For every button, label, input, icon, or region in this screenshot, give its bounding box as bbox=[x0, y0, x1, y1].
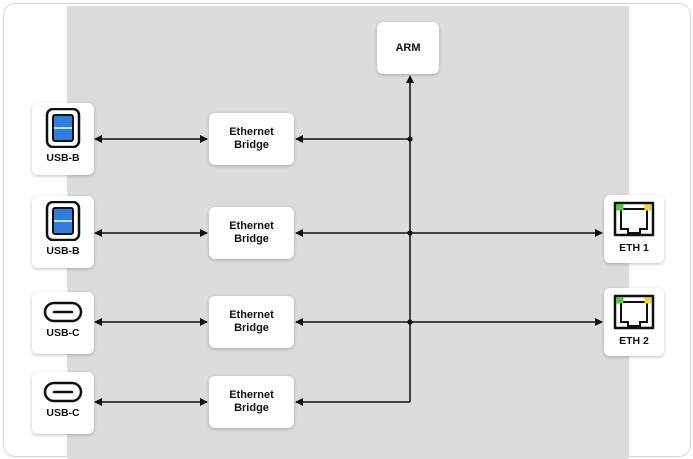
bus-junction bbox=[407, 136, 413, 142]
bridge-label-line1: Ethernet bbox=[229, 309, 274, 321]
usb-port-label: USB-C bbox=[46, 407, 80, 419]
usb-b-icon bbox=[45, 108, 81, 148]
bridge-label-line2: Bridge bbox=[234, 402, 269, 414]
rj45-icon bbox=[613, 294, 655, 330]
bridge-label-line1: Ethernet bbox=[229, 389, 274, 401]
bridge-label-line2: Bridge bbox=[234, 322, 269, 334]
usb-c-icon bbox=[43, 301, 83, 323]
bridge-label-line2: Bridge bbox=[234, 139, 269, 151]
rj45-icon bbox=[613, 201, 655, 237]
arm-label: ARM bbox=[395, 42, 421, 54]
usb-b-icon bbox=[45, 201, 81, 241]
ethernet-port-2: ETH 2 bbox=[604, 288, 664, 356]
ethernet-bridge-1: Ethernet Bridge bbox=[209, 113, 294, 165]
usb-b-port-1: USB-B bbox=[32, 103, 94, 175]
ethernet-bridge-4: Ethernet Bridge bbox=[209, 376, 294, 428]
usb-port-label: USB-B bbox=[46, 245, 80, 257]
usb-c-port-1: USB-C bbox=[32, 292, 94, 354]
arm-processor: ARM bbox=[377, 22, 439, 74]
ethernet-bridge-3: Ethernet Bridge bbox=[209, 296, 294, 348]
usb-port-label: USB-C bbox=[46, 327, 80, 339]
bus-junction bbox=[407, 230, 413, 236]
eth-port-label: ETH 1 bbox=[619, 242, 649, 254]
bridge-label-line1: Ethernet bbox=[229, 220, 274, 232]
usb-b-port-2: USB-B bbox=[32, 196, 94, 268]
bus-junction bbox=[407, 319, 413, 325]
ethernet-bridge-2: Ethernet Bridge bbox=[209, 207, 294, 259]
bridge-label-line2: Bridge bbox=[234, 233, 269, 245]
eth-port-label: ETH 2 bbox=[619, 335, 649, 347]
usb-c-port-2: USB-C bbox=[32, 372, 94, 434]
usb-port-label: USB-B bbox=[46, 152, 80, 164]
usb-c-icon bbox=[43, 381, 83, 403]
bridge-label-line1: Ethernet bbox=[229, 126, 274, 138]
ethernet-port-1: ETH 1 bbox=[604, 195, 664, 263]
